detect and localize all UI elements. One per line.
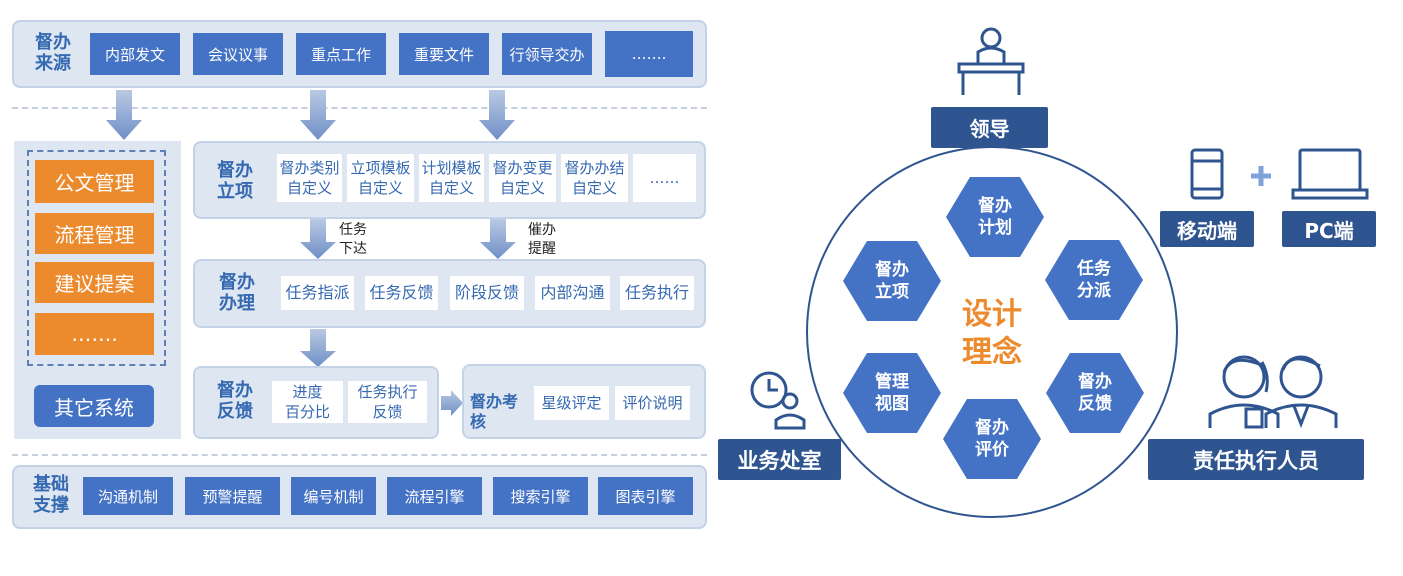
hexagon-evaluation bbox=[943, 399, 1041, 479]
other-systems-button[interactable]: 其它系统 bbox=[34, 385, 154, 427]
plus-icon bbox=[1251, 166, 1271, 186]
foundation-label: 基础 支撑 bbox=[33, 474, 69, 516]
right-arrow-icon bbox=[441, 390, 463, 416]
system-proposal[interactable]: 建议提案 bbox=[35, 262, 154, 303]
other-systems-dashed-frame bbox=[27, 150, 166, 366]
urge-label: 催办 提醒 bbox=[528, 222, 556, 257]
warning-reminder[interactable]: 预警提醒 bbox=[185, 477, 280, 515]
plan-template-custom[interactable]: 计划模板自定义 bbox=[419, 154, 484, 202]
source-key-work[interactable]: 重点工作 bbox=[296, 33, 386, 75]
executors-badge[interactable]: 责任执行人员 bbox=[1148, 439, 1364, 480]
numbering-mechanism[interactable]: 编号机制 bbox=[291, 477, 376, 515]
hexagon-evaluation-label: 督办评价 bbox=[975, 418, 1009, 460]
close-custom[interactable]: 督办办结自定义 bbox=[561, 154, 628, 202]
arrows-sources bbox=[106, 90, 516, 416]
task-execution[interactable]: 任务执行 bbox=[620, 276, 694, 310]
executors-people-icon bbox=[1208, 355, 1338, 429]
project-template-custom[interactable]: 立项模板自定义 bbox=[347, 154, 414, 202]
hexagon-assign bbox=[1045, 240, 1143, 320]
hexagon-feedback bbox=[1046, 353, 1144, 433]
hexagon-plan bbox=[946, 177, 1044, 257]
system-document-mgmt[interactable]: 公文管理 bbox=[35, 160, 154, 203]
leader-desk-icon bbox=[957, 27, 1025, 95]
execution-feedback[interactable]: 任务执行反馈 bbox=[348, 381, 427, 423]
star-rating[interactable]: 星级评定 bbox=[534, 386, 609, 420]
hexagon-feedback-label: 督办反馈 bbox=[1078, 372, 1112, 414]
evaluation-note[interactable]: 评价说明 bbox=[615, 386, 690, 420]
chart-engine[interactable]: 图表引擎 bbox=[598, 477, 693, 515]
pc-badge[interactable]: PC端 bbox=[1282, 211, 1376, 247]
progress-percent[interactable]: 进度百分比 bbox=[272, 381, 343, 423]
source-internal-doc[interactable]: 内部发文 bbox=[90, 33, 180, 75]
project-category-custom[interactable]: 督办类别自定义 bbox=[277, 154, 342, 202]
source-more[interactable]: ……. bbox=[605, 31, 693, 77]
design-concept-title: 设计 理念 bbox=[962, 297, 1022, 370]
source-leader-assign[interactable]: 行领导交办 bbox=[502, 33, 592, 75]
task-feedback[interactable]: 任务反馈 bbox=[365, 276, 438, 310]
hexagon-project-label: 督办立项 bbox=[875, 260, 909, 302]
down-arrow-icon bbox=[106, 90, 516, 367]
project-label: 督办 立项 bbox=[217, 160, 253, 202]
system-more[interactable]: ……. bbox=[35, 313, 154, 355]
hexagon-view-label: 管理视图 bbox=[875, 372, 909, 414]
system-workflow-mgmt[interactable]: 流程管理 bbox=[35, 213, 154, 254]
hexagon-project bbox=[843, 241, 941, 321]
mobile-badge[interactable]: 移动端 bbox=[1160, 211, 1254, 247]
project-more[interactable]: …… bbox=[633, 154, 696, 202]
handling-label: 督办 办理 bbox=[219, 272, 255, 314]
hexagon-assign-label: 任务分派 bbox=[1077, 259, 1111, 301]
feedback-label: 督办 反馈 bbox=[217, 380, 253, 422]
source-meeting[interactable]: 会议议事 bbox=[193, 33, 283, 75]
task-assign[interactable]: 任务指派 bbox=[281, 276, 354, 310]
mobile-phone-icon bbox=[1190, 148, 1224, 200]
leader-badge[interactable]: 领导 bbox=[931, 107, 1048, 148]
change-custom[interactable]: 督办变更自定义 bbox=[489, 154, 556, 202]
sources-label: 督办 来源 bbox=[35, 32, 71, 74]
stage-feedback[interactable]: 阶段反馈 bbox=[450, 276, 524, 310]
source-important-file[interactable]: 重要文件 bbox=[399, 33, 489, 75]
clock-person-icon bbox=[750, 371, 806, 430]
business-office-badge[interactable]: 业务处室 bbox=[718, 439, 841, 480]
laptop-icon bbox=[1291, 148, 1369, 200]
divider-top bbox=[12, 107, 707, 109]
internal-communication[interactable]: 内部沟通 bbox=[535, 276, 610, 310]
divider-bottom bbox=[12, 454, 707, 456]
hexagon-view bbox=[843, 353, 941, 433]
dispatch-label: 任务 下达 bbox=[339, 222, 367, 257]
communication-mechanism[interactable]: 沟通机制 bbox=[83, 477, 173, 515]
assessment-label: 督办考 核 bbox=[470, 392, 519, 431]
search-engine[interactable]: 搜索引擎 bbox=[493, 477, 588, 515]
hexagon-plan-label: 督办计划 bbox=[978, 196, 1012, 238]
workflow-engine[interactable]: 流程引擎 bbox=[387, 477, 482, 515]
